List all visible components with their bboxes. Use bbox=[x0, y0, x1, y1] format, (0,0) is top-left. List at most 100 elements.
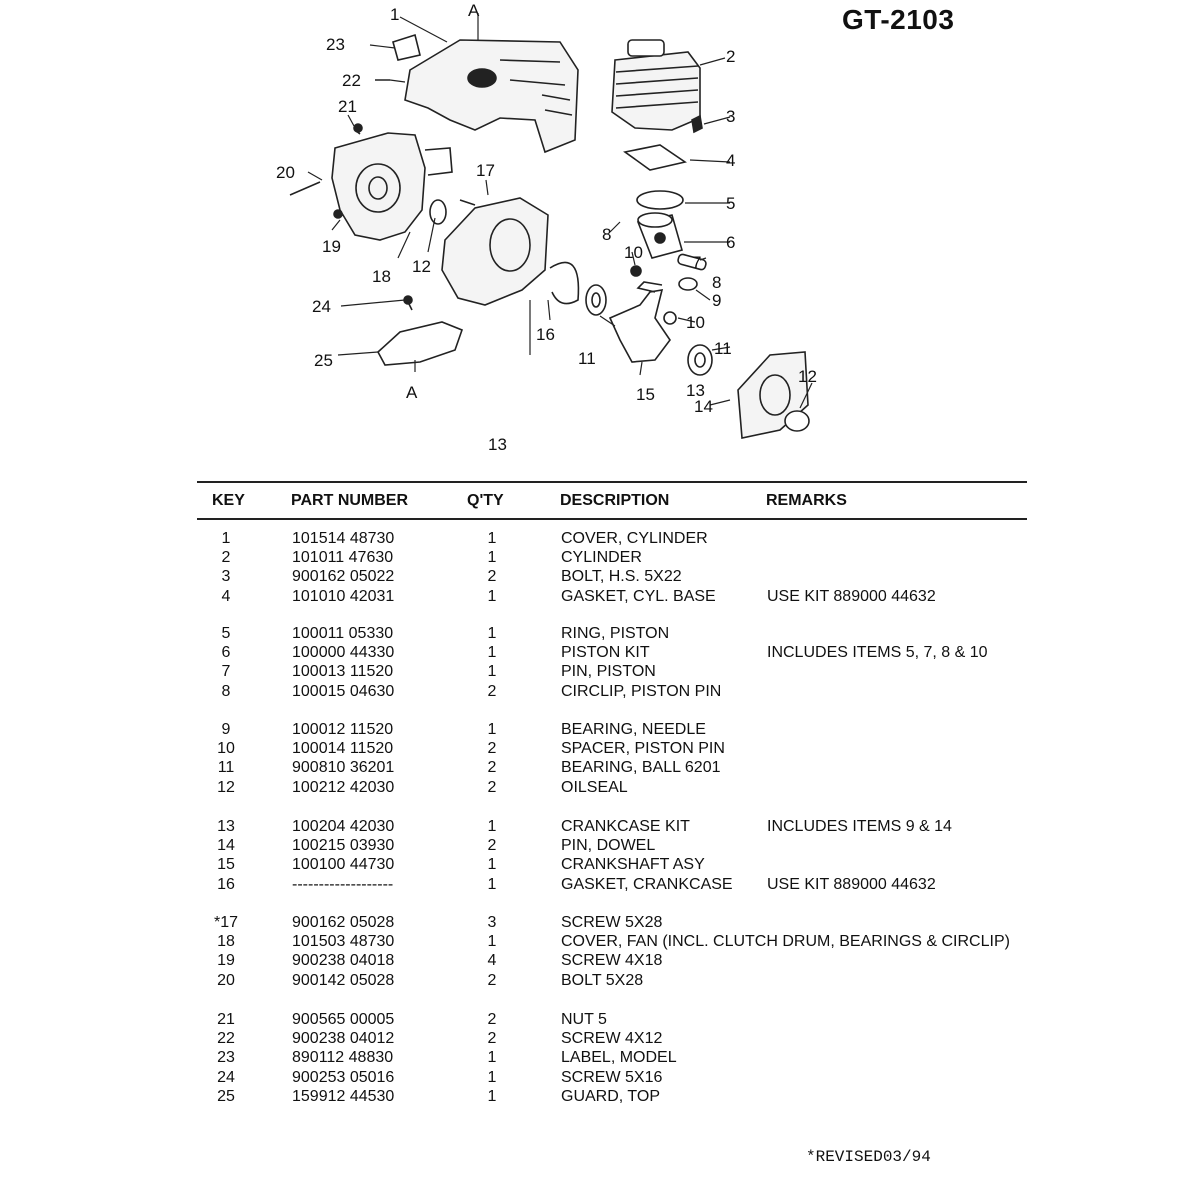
key-cell: 14 bbox=[217, 837, 235, 855]
diagram-callout: 5 bbox=[726, 194, 735, 213]
description-cell: SCREW 4X18 bbox=[561, 952, 663, 970]
part-number-cell: 900142 05028 bbox=[292, 971, 395, 989]
diagram-callout: 18 bbox=[372, 267, 391, 286]
diagram-callout: 13 bbox=[488, 435, 507, 454]
oilseal-part bbox=[429, 199, 447, 225]
description-cell: CIRCLIP, PISTON PIN bbox=[561, 682, 722, 700]
qty-cell: 1 bbox=[487, 1087, 497, 1105]
key-cell: 6 bbox=[221, 644, 231, 662]
description-cell: BOLT, H.S. 5X22 bbox=[561, 568, 682, 586]
header-qty: Q'TY bbox=[467, 492, 504, 509]
key-cell: 2 bbox=[221, 549, 231, 567]
header-key: KEY bbox=[212, 492, 245, 509]
description-cell: PIN, PISTON bbox=[561, 663, 656, 681]
diagram-callout: 12 bbox=[798, 367, 817, 386]
key-cell: 25 bbox=[217, 1087, 235, 1105]
qty-cell: 1 bbox=[487, 721, 497, 738]
cylinder-base-gasket-part bbox=[623, 144, 687, 171]
part-number-cell: 100014 11520 bbox=[292, 740, 394, 758]
qty-cell: 3 bbox=[487, 914, 497, 931]
diagram-callout: A bbox=[468, 1, 480, 20]
key-cell: 18 bbox=[217, 933, 235, 951]
part-number-cell: 900162 05022 bbox=[292, 568, 395, 586]
description-cell: GUARD, TOP bbox=[561, 1087, 660, 1105]
key-cell: 5 bbox=[221, 625, 231, 642]
key-cell: 10 bbox=[217, 740, 235, 758]
qty-cell: 1 bbox=[487, 933, 497, 951]
diagram-callout: 16 bbox=[536, 325, 555, 344]
diagram-callout: 6 bbox=[726, 233, 735, 252]
qty-cell: 1 bbox=[487, 1068, 497, 1086]
key-cell: 23 bbox=[217, 1049, 235, 1067]
fan-cover-part bbox=[331, 132, 426, 241]
diagram-callout: 22 bbox=[342, 71, 361, 90]
qty-cell: 2 bbox=[487, 682, 497, 700]
description-cell: RING, PISTON bbox=[561, 625, 670, 642]
qty-cell: 2 bbox=[487, 971, 497, 989]
model-label-part bbox=[392, 33, 421, 61]
key-cell: 24 bbox=[217, 1068, 235, 1086]
key-cell: 9 bbox=[221, 721, 231, 738]
part-number-cell: 100215 03930 bbox=[292, 837, 395, 855]
part-number-cell: 100013 11520 bbox=[292, 663, 394, 681]
part-number-cell: 900162 05028 bbox=[292, 914, 395, 931]
part-number-cell: 900565 00005 bbox=[292, 1011, 395, 1028]
diagram-callout: 23 bbox=[326, 35, 345, 54]
remarks-cell: USE KIT 889000 44632 bbox=[767, 875, 936, 893]
table-row: 8 100015 04630 2 CIRCLIP, PISTON PIN bbox=[0, 682, 1200, 701]
diagram-callout: 19 bbox=[322, 237, 341, 256]
key-cell: 13 bbox=[217, 818, 235, 835]
diagram-callout: 11 bbox=[578, 349, 596, 368]
diagram-callout: 7 bbox=[692, 253, 701, 272]
description-cell: COVER, FAN (INCL. CLUTCH DRUM, BEARINGS … bbox=[561, 933, 1010, 951]
key-cell: 21 bbox=[217, 1011, 235, 1028]
description-cell: CRANKSHAFT ASY bbox=[561, 856, 705, 874]
key-cell: 12 bbox=[217, 778, 235, 796]
part-number-cell: 900238 04012 bbox=[292, 1030, 395, 1048]
revision-note: *REVISED03/94 bbox=[806, 1148, 931, 1166]
diagram-callout: 10 bbox=[624, 243, 643, 262]
key-cell: 8 bbox=[221, 682, 231, 700]
description-cell: CRANKCASE KIT bbox=[561, 818, 690, 835]
diagram-callout: 4 bbox=[726, 151, 735, 170]
crankcase-gasket-part bbox=[549, 261, 580, 305]
remarks-cell: USE KIT 889000 44632 bbox=[767, 587, 936, 605]
diagram-callout: 3 bbox=[726, 107, 735, 126]
top-guard-part bbox=[376, 321, 464, 366]
diagram-callout: 1 bbox=[390, 5, 399, 24]
part-number-cell: 101011 47630 bbox=[292, 549, 394, 567]
description-cell: LABEL, MODEL bbox=[561, 1049, 677, 1067]
key-cell: 3 bbox=[221, 568, 231, 586]
key-cell: 16 bbox=[217, 875, 235, 893]
diagram-callout: 8 bbox=[602, 225, 611, 244]
diagram-callout: 11 bbox=[714, 339, 732, 358]
qty-cell: 2 bbox=[487, 740, 497, 758]
header-description: DESCRIPTION bbox=[560, 492, 670, 509]
diagram-callout: 17 bbox=[476, 161, 495, 180]
diagram-callout: 25 bbox=[314, 351, 333, 370]
qty-cell: 1 bbox=[487, 587, 497, 605]
diagram-callout: 8 bbox=[712, 273, 721, 292]
qty-cell: 1 bbox=[487, 856, 497, 874]
crankcase-part bbox=[441, 197, 549, 306]
part-number-cell: 100015 04630 bbox=[292, 682, 395, 700]
